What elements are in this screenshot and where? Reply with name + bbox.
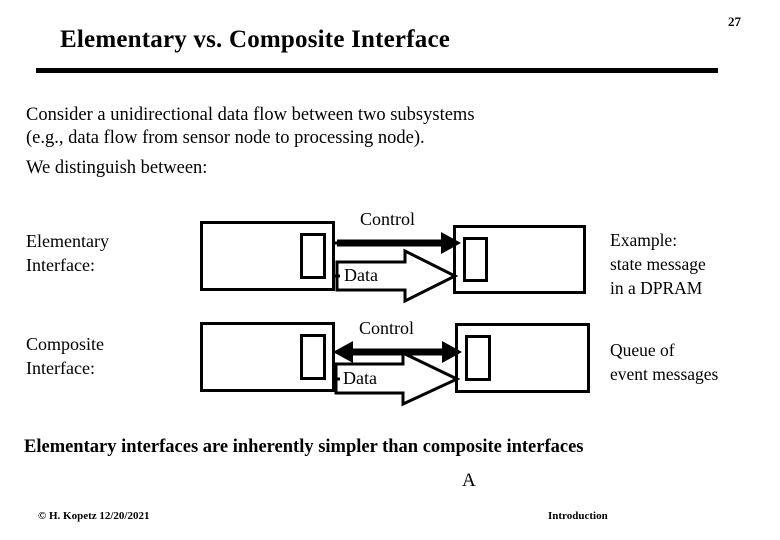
note-elementary-line-2: state message [610, 254, 706, 274]
port-b-composite [465, 335, 491, 381]
page-number: 27 [728, 14, 741, 29]
note-composite: Queue of event messages [610, 338, 718, 386]
note-elementary-line-3: in a DPRAM [610, 278, 703, 298]
intro-line-2: (e.g., data flow from sensor node to pro… [26, 128, 425, 148]
port-b-elementary [463, 237, 488, 282]
intro-line-3: We distinguish between: [26, 158, 208, 178]
node-label-a-elementary: A [462, 470, 476, 491]
footer-section: Introduction [548, 510, 608, 522]
note-composite-line-1: Queue of [610, 340, 675, 360]
slide-title: Elementary vs. Composite Interface [60, 26, 451, 53]
control-arrow-composite [333, 341, 462, 363]
row-label-elementary-line-2: Interface: [26, 255, 95, 275]
port-a-elementary [300, 233, 326, 279]
control-label-composite: Control [359, 318, 415, 338]
footer-copyright: © H. Kopetz 12/20/2021 [38, 510, 150, 522]
row-label-composite: Composite Interface: [26, 332, 104, 380]
note-elementary-line-1: Example: [610, 230, 678, 250]
connector-stubs-elementary [335, 241, 340, 278]
intro-line-1: Consider a unidirectional data flow betw… [26, 105, 475, 125]
row-label-composite-line-1: Composite [26, 334, 105, 354]
port-a-composite [300, 334, 326, 380]
title-divider-rule [36, 68, 718, 73]
control-arrow-elementary [337, 232, 461, 254]
row-label-elementary: Elementary Interface: [26, 229, 109, 277]
note-composite-line-2: event messages [610, 364, 719, 384]
data-label-elementary: Data [344, 265, 378, 285]
row-label-elementary-line-1: Elementary [26, 231, 109, 251]
control-label-elementary: Control [360, 209, 416, 229]
data-label-composite: Data [343, 368, 377, 388]
intro-paragraph: Consider a unidirectional data flow betw… [26, 104, 666, 180]
note-elementary: Example: state message in a DPRAM [610, 228, 706, 300]
row-label-composite-line-2: Interface: [26, 358, 95, 378]
conclusion-statement: Elementary interfaces are inherently sim… [24, 437, 584, 457]
